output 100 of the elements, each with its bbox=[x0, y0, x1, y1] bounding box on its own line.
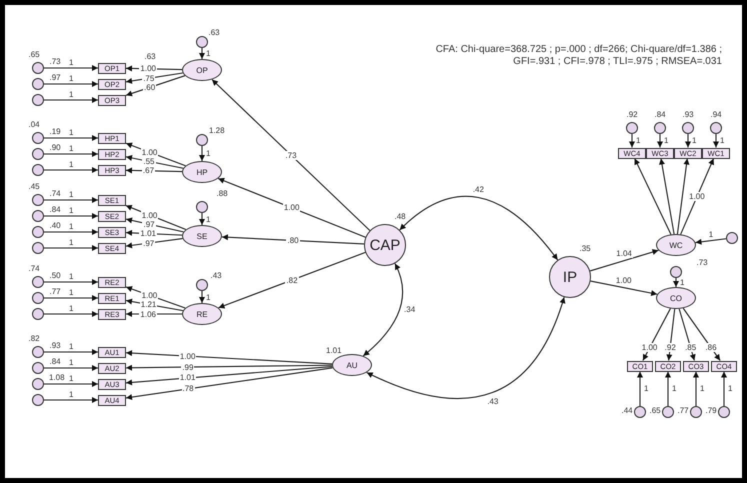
arrow bbox=[126, 238, 183, 248]
edge-label: 1 bbox=[68, 190, 74, 198]
edge-label: 1 bbox=[719, 136, 726, 146]
edge-label: 1 bbox=[68, 342, 74, 350]
edge-label: .78 bbox=[182, 384, 195, 394]
fit-statistics-note: CFA: Chi-quare=368.725 ; p=.000 ; df=266; Chi-quare/df=1.386 ; GFI=.931 ; CFI=.978 ; TLI=.975 ; RMSEA=.031 bbox=[434, 44, 722, 68]
arrow bbox=[685, 134, 691, 148]
arrow bbox=[126, 75, 186, 96]
variance-value: .93 bbox=[682, 110, 694, 118]
arrow bbox=[126, 366, 332, 386]
arrow bbox=[642, 308, 671, 361]
edge-label: 1 bbox=[68, 58, 74, 66]
double-headed-arrow bbox=[362, 263, 404, 356]
variance-value: .88 bbox=[216, 188, 228, 198]
variance-value: .65 bbox=[650, 406, 661, 414]
variance-value: .74 bbox=[28, 264, 40, 272]
edge-label: 1 bbox=[68, 272, 74, 280]
arrow bbox=[659, 158, 675, 234]
arrow bbox=[44, 397, 98, 403]
arrow bbox=[44, 65, 98, 71]
edge-label: 1 bbox=[68, 304, 74, 312]
edge-label: 1 bbox=[68, 358, 74, 366]
edge-label: 1 bbox=[205, 214, 212, 224]
variance-value: .40 bbox=[50, 220, 61, 230]
arrow bbox=[44, 311, 98, 317]
arrow bbox=[637, 372, 643, 406]
edge-label: 1 bbox=[68, 374, 74, 382]
arrow bbox=[126, 155, 184, 169]
arrow bbox=[673, 278, 679, 287]
edge-label: 1 bbox=[671, 384, 678, 394]
edge-label: 1 bbox=[643, 384, 650, 394]
edge-label: 1.01 bbox=[178, 373, 196, 382]
double-headed-arrow bbox=[399, 196, 558, 260]
arrow bbox=[676, 158, 690, 234]
edge-label: 1 bbox=[699, 384, 706, 394]
arrow bbox=[199, 48, 205, 59]
edge-label: 1 bbox=[727, 384, 734, 394]
edge-label: 1 bbox=[205, 49, 212, 58]
arrow bbox=[695, 238, 726, 245]
edge-label: 1 bbox=[635, 136, 642, 146]
arrow bbox=[199, 291, 205, 303]
arrow bbox=[44, 279, 98, 285]
arrow bbox=[713, 134, 719, 148]
variance-value: 1.28 bbox=[209, 126, 225, 134]
arrow bbox=[126, 72, 183, 84]
arrow bbox=[126, 298, 184, 312]
arrow bbox=[218, 252, 366, 308]
edge-label: 1 bbox=[68, 206, 74, 214]
edge-label: 1 bbox=[663, 136, 670, 146]
edge-label: 1 bbox=[68, 288, 74, 296]
arrow bbox=[218, 178, 366, 238]
edge-label: 1.00 bbox=[139, 64, 157, 74]
arrow bbox=[126, 367, 333, 400]
arrow bbox=[629, 134, 635, 148]
arrow bbox=[44, 167, 98, 173]
edge-label: 1 bbox=[68, 160, 74, 168]
arrow bbox=[44, 229, 98, 235]
edge-label: 1 bbox=[68, 390, 74, 398]
edge-label: 1.04 bbox=[615, 249, 633, 258]
variance-value: .44 bbox=[622, 406, 633, 414]
edge-label: 1.01 bbox=[139, 229, 157, 238]
edge-label: .34 bbox=[403, 305, 416, 314]
edge-label: .92 bbox=[664, 343, 677, 352]
arrow bbox=[44, 197, 98, 203]
variance-value: .84 bbox=[654, 110, 666, 118]
variance-value: .93 bbox=[50, 340, 61, 350]
variance-value: .35 bbox=[580, 244, 591, 252]
variance-value: .43 bbox=[210, 270, 222, 280]
variance-value: .73 bbox=[696, 258, 708, 266]
arrow bbox=[44, 213, 98, 219]
variance-value: .92 bbox=[626, 110, 638, 118]
arrow bbox=[126, 350, 332, 364]
edge-label: 1 bbox=[68, 90, 74, 98]
arrow bbox=[44, 151, 98, 157]
arrow bbox=[44, 365, 98, 371]
arrow bbox=[44, 381, 98, 387]
arrow bbox=[44, 97, 98, 103]
edge-label: 1 bbox=[691, 136, 698, 146]
arrow bbox=[126, 230, 182, 236]
arrow bbox=[126, 286, 186, 309]
edge-label: 1 bbox=[68, 144, 74, 152]
variance-value: .65 bbox=[28, 50, 40, 58]
arrow bbox=[44, 135, 98, 141]
variance-value: .50 bbox=[50, 270, 61, 280]
edge-label: 1 bbox=[679, 278, 686, 287]
variance-value: .63 bbox=[144, 52, 156, 60]
variance-value: .73 bbox=[50, 56, 61, 66]
edge-label: 1.00 bbox=[282, 203, 300, 212]
arrow bbox=[44, 81, 98, 87]
edge-label: 1 bbox=[68, 222, 74, 230]
arrow bbox=[199, 213, 205, 225]
variance-value: .97 bbox=[50, 72, 61, 82]
arrow bbox=[680, 158, 714, 235]
arrow bbox=[665, 372, 671, 406]
edge-label: 1 bbox=[205, 292, 212, 302]
variance-value: .82 bbox=[28, 334, 40, 342]
arrow bbox=[126, 167, 182, 174]
arrow bbox=[590, 280, 658, 296]
variance-value: .94 bbox=[710, 110, 722, 118]
arrow bbox=[222, 234, 364, 245]
